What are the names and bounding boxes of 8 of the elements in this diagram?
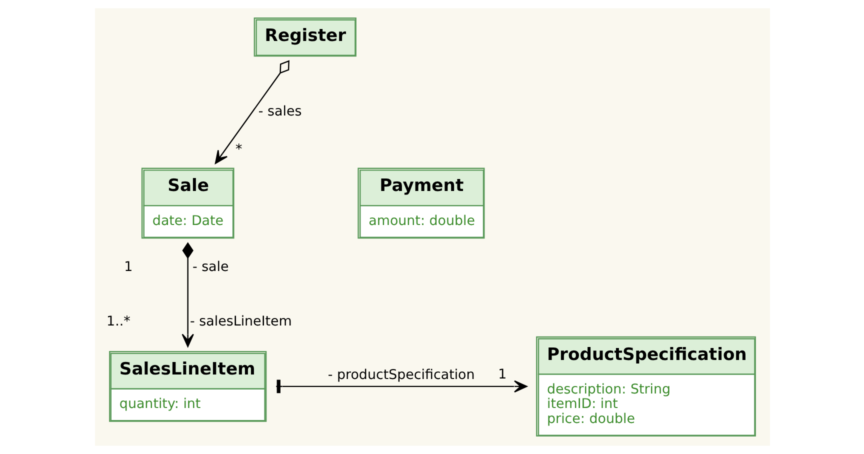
edge-label: - sales xyxy=(258,104,302,120)
label: * xyxy=(235,142,242,158)
label: 1 - sale xyxy=(124,260,228,275)
arrow xyxy=(214,60,289,164)
label: 1 xyxy=(498,367,506,382)
arrow xyxy=(181,242,194,348)
label: 1..* - salesLineItem xyxy=(106,314,292,330)
edge-label: - productSpecification xyxy=(327,368,474,383)
